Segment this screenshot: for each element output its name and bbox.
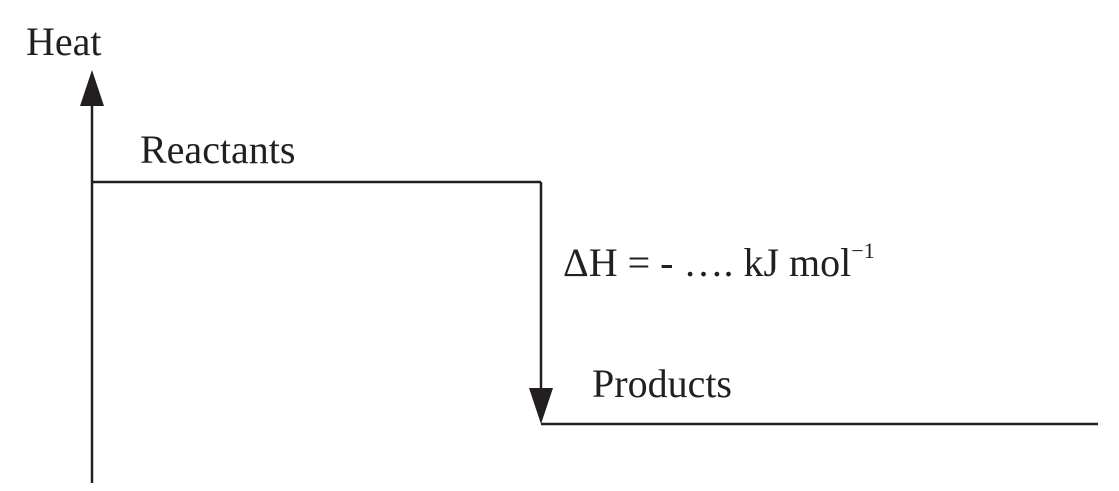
- axis-label: Heat: [26, 19, 102, 64]
- enthalpy-exponent: −1: [851, 238, 875, 263]
- products-label: Products: [592, 361, 732, 406]
- axis-arrowhead: [80, 70, 104, 106]
- reactants-label: Reactants: [140, 127, 296, 172]
- enthalpy-text: ΔH = - …. kJ mol: [563, 240, 852, 285]
- enthalpy-label: ΔH = - …. kJ mol−1: [563, 240, 875, 283]
- enthalpy-arrowhead: [529, 388, 553, 424]
